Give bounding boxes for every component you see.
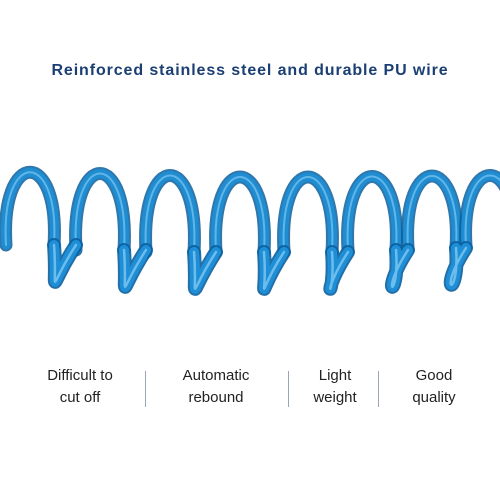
coil-strand [346,175,398,251]
coil-strand [52,243,78,283]
feature-automatic-rebound: Automatic rebound [160,365,272,409]
divider [288,371,289,407]
divider [378,371,379,407]
coil-strand [390,248,410,288]
coil-strand [4,171,56,246]
feature-line: Light [318,367,352,384]
feature-good-quality: Good quality [388,365,480,409]
coil-strand [329,250,350,290]
coil-strand [449,246,468,286]
feature-line: quality [412,389,456,406]
coil-strand [74,172,126,251]
feature-line: weight [313,389,357,406]
feature-line: Automatic [182,367,250,384]
coil-strand [214,176,266,253]
coil-strand [192,250,218,290]
feature-line: rebound [188,389,244,406]
coil-strand [144,174,196,253]
coil-strand [406,175,458,249]
divider [145,371,146,407]
feature-line: cut off [59,389,101,406]
coiled-cable-icon [0,165,500,296]
headline: Reinforced stainless steel and durable P… [51,62,449,79]
coil-strand [122,248,148,288]
coil-strand [282,176,334,253]
feature-line: Good [415,367,453,384]
coil-strand [464,174,500,247]
feature-difficult-to-cut: Difficult to cut off [30,365,130,409]
feature-line: Difficult to [47,367,113,384]
feature-light-weight: Light weight [295,365,375,409]
feature-list: Difficult to cut off Automatic rebound L… [0,365,500,415]
coil-strand [262,250,286,290]
coiled-cable-image [0,140,500,320]
